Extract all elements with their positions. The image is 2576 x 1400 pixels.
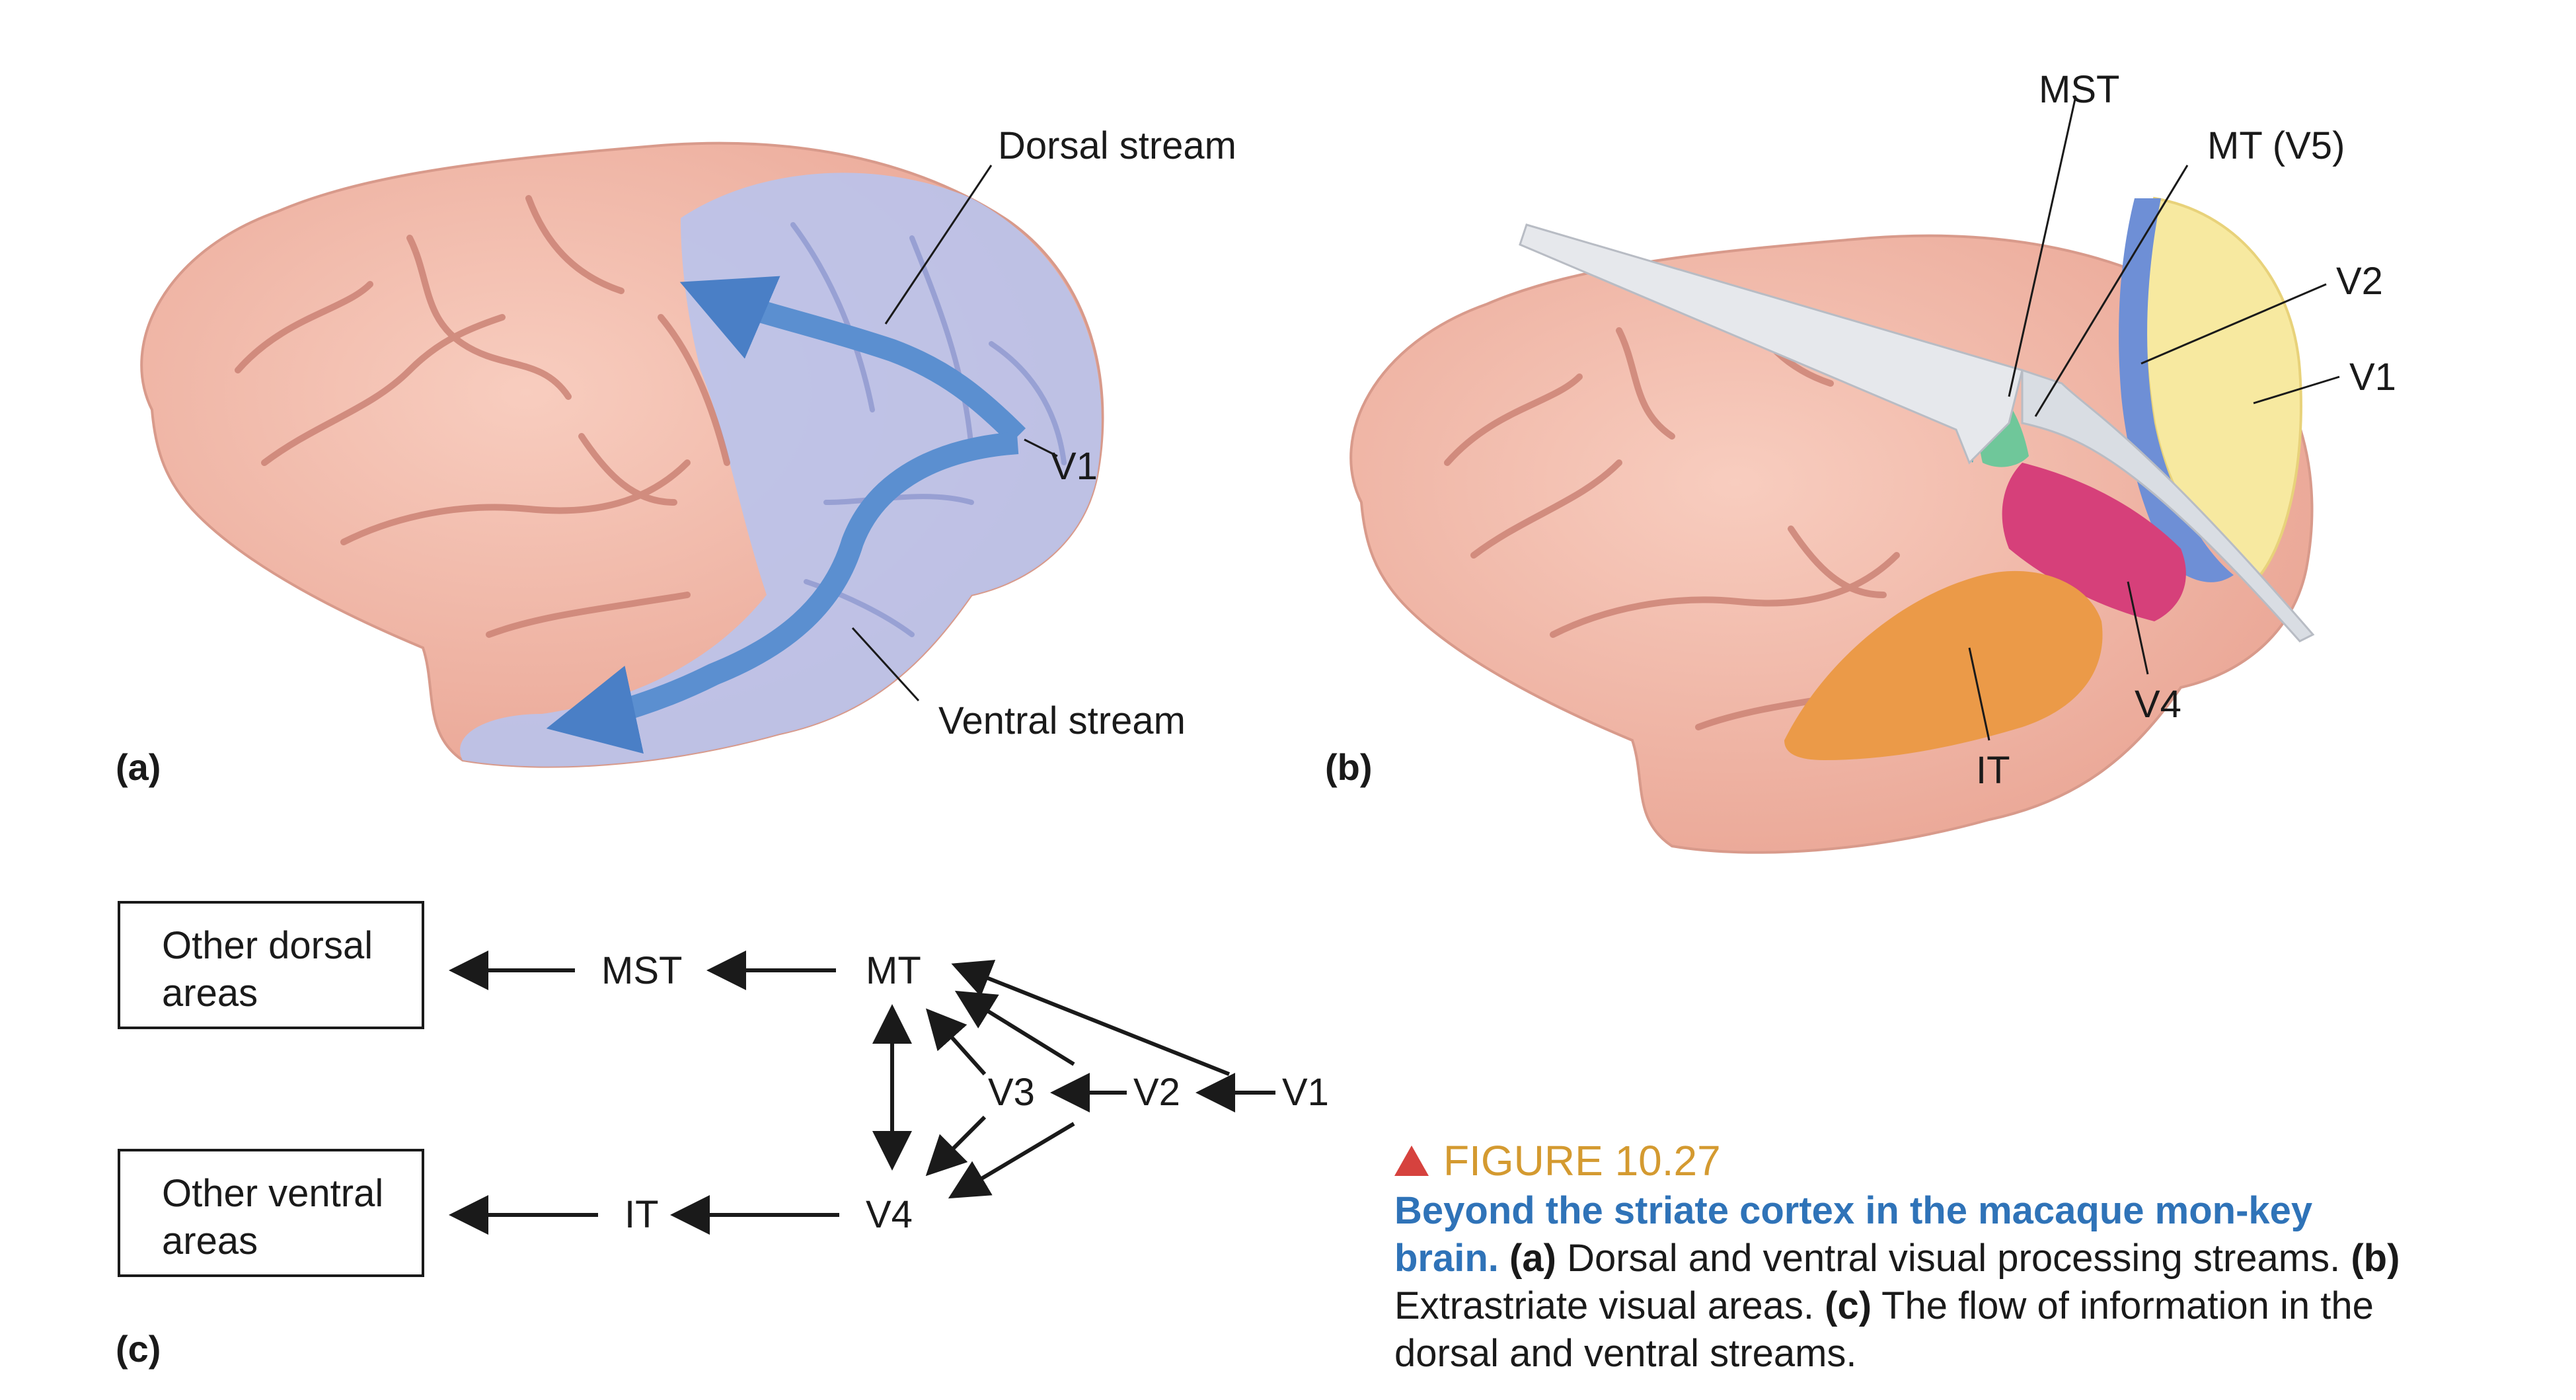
triangle-icon	[1394, 1146, 1429, 1176]
v4-label-b: V4	[2135, 683, 2181, 726]
panel-a-label: (a)	[116, 746, 161, 788]
other-ventral-line1: Other ventral	[162, 1172, 383, 1215]
arrow-v2-to-v4	[948, 1122, 1075, 1199]
panel-b-brain	[1349, 98, 2340, 854]
caption-title: Beyond the striate cortex in the macaque…	[1394, 1189, 2313, 1280]
panel-b-label: (b)	[1325, 746, 1373, 788]
panel-a-brain	[140, 141, 1104, 768]
mst-label-b: MST	[2039, 68, 2119, 111]
it-label-b: IT	[1976, 749, 2010, 792]
arrow-v2-to-mt	[954, 990, 1075, 1066]
node-v2: V2	[1133, 1071, 1180, 1114]
figure-number: FIGURE 10.27	[1443, 1137, 1721, 1185]
other-dorsal-box	[118, 901, 424, 1029]
figure-caption: FIGURE 10.27 Beyond the striate cortex i…	[1394, 1137, 2425, 1378]
caption-part-a-text: Dorsal and ventral visual processing str…	[1567, 1237, 2341, 1280]
dorsal-stream-label: Dorsal stream	[998, 124, 1236, 167]
other-ventral-line2: areas	[162, 1220, 258, 1263]
other-dorsal-line2: areas	[162, 972, 258, 1015]
flow-arrows	[449, 951, 1275, 1235]
node-mt: MT	[866, 949, 921, 992]
ventral-stream-arrow	[546, 432, 1019, 754]
arrow-v1-to-mt	[951, 960, 1231, 1076]
caption-part-b-label: (b)	[2351, 1237, 2400, 1280]
v1-label-a: V1	[1051, 445, 1098, 488]
v1-label-b: V1	[2349, 356, 2396, 399]
caption-part-b-text: Extrastriate visual areas.	[1394, 1284, 1815, 1327]
other-dorsal-line1: Other dorsal	[162, 924, 373, 967]
caption-heading: FIGURE 10.27	[1394, 1137, 2425, 1185]
mt-v5-label: MT (V5)	[2207, 124, 2345, 167]
arrow-v3-to-v4	[925, 1115, 987, 1177]
panel-c-label: (c)	[116, 1328, 161, 1370]
caption-part-c-text: The flow of information in the dorsal an…	[1394, 1284, 2374, 1375]
arrow-v3-to-mt	[925, 1008, 987, 1076]
node-v4: V4	[866, 1193, 913, 1236]
node-it: IT	[625, 1193, 659, 1236]
node-v3: V3	[988, 1071, 1035, 1114]
caption-body: Beyond the striate cortex in the macaque…	[1394, 1187, 2425, 1378]
dorsal-stream-arrow	[679, 276, 1026, 445]
node-v1: V1	[1282, 1071, 1329, 1114]
node-mst: MST	[601, 949, 682, 992]
other-ventral-box	[118, 1149, 424, 1277]
caption-part-a-label: (a)	[1509, 1237, 1556, 1280]
ventral-stream-label: Ventral stream	[938, 699, 1186, 742]
v2-label-b: V2	[2336, 260, 2383, 303]
caption-part-c-label: (c)	[1825, 1284, 1872, 1327]
